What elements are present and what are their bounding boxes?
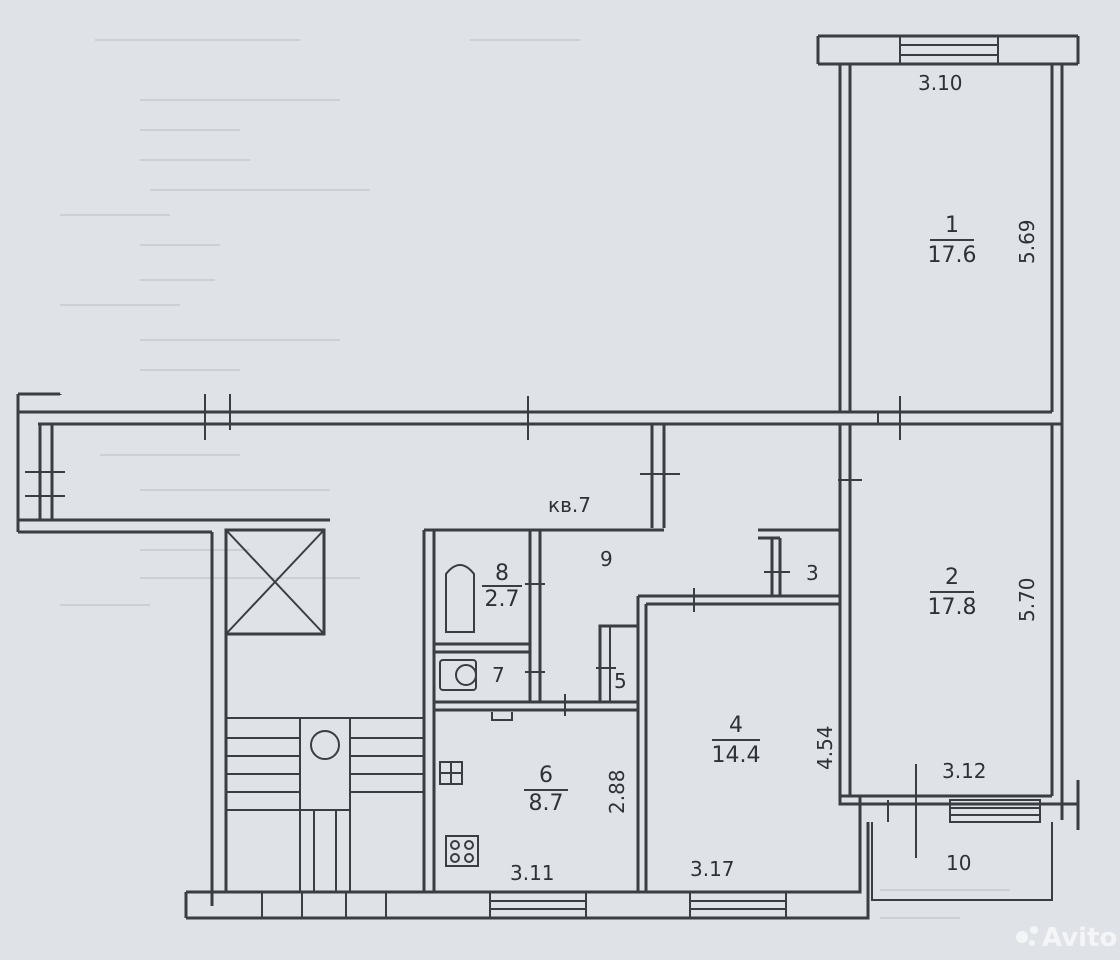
avito-watermark: Avito	[1016, 923, 1117, 953]
room-6-number: 6	[539, 763, 553, 788]
room-1-length-dim: 5.69	[1015, 219, 1039, 264]
elevator-shaft	[224, 528, 326, 636]
room-4-area: 14.4	[712, 743, 761, 768]
room-6-length-dim: 2.88	[605, 769, 629, 814]
room-10-number: 10	[946, 851, 971, 875]
room-8-area: 2.7	[485, 587, 520, 612]
outer-bottom-wall	[184, 794, 870, 920]
apartment-label: кв.7	[548, 493, 591, 517]
room-7-number: 7	[492, 663, 505, 687]
room-2-walls	[838, 424, 1080, 830]
room-2-window	[887, 764, 1041, 858]
bathtub-icon	[445, 564, 475, 633]
room-6-area: 8.7	[529, 791, 564, 816]
room-4-walls	[636, 588, 840, 892]
toilet-icon	[439, 659, 477, 691]
room-1-width-dim: 3.10	[918, 71, 963, 95]
closet-3-walls	[758, 528, 840, 596]
kitchen-fixtures	[439, 712, 513, 867]
room-4-number: 4	[729, 713, 743, 738]
room-5-number: 5	[614, 669, 627, 693]
room-2-length-dim: 5.70	[1015, 577, 1039, 622]
room-1-area: 17.6	[928, 243, 977, 268]
left-corridor-walls	[16, 412, 680, 534]
room-4-width-dim: 3.17	[690, 857, 735, 881]
room-4-length-dim: 4.54	[813, 725, 837, 770]
room-8-number: 8	[495, 561, 509, 586]
room-1-number: 1	[945, 213, 959, 238]
room-2-number: 2	[945, 565, 959, 590]
room-1-window	[899, 35, 999, 65]
room-9-number: 9	[600, 547, 613, 571]
balcony-10	[871, 822, 1053, 901]
room-2-width-dim: 3.12	[942, 759, 987, 783]
room-3-number: 3	[806, 561, 819, 585]
watermark-text: Avito	[1042, 923, 1117, 953]
room-2-area: 17.8	[928, 595, 977, 620]
room-6-width-dim: 3.11	[510, 861, 555, 885]
